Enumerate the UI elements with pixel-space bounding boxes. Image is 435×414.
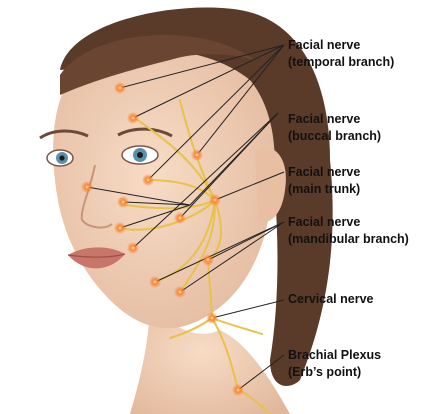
label-mandibular-branch: Facial nerve (mandibular branch) [288,214,409,248]
label-temporal-branch: Facial nerve (temporal branch) [288,37,394,71]
label-brachial-plexus: Brachial Plexus (Erb’s point) [288,347,381,381]
point-temporal-2 [127,112,139,124]
point-main-trunk [209,194,221,206]
point-mandibular-1 [149,276,161,288]
point-mandibular-3 [202,254,214,266]
point-temporal-3 [191,149,203,161]
label-buccal-branch: Facial nerve (buccal branch) [288,111,381,145]
point-buccal-5 [127,242,139,254]
label-main-trunk: Facial nerve (main trunk) [288,164,360,198]
point-buccal-2 [117,196,129,208]
point-temporal-1 [114,82,126,94]
point-temporal-4 [142,174,154,186]
point-mandibular-2 [174,286,186,298]
point-cervical [206,312,218,324]
point-erbs [232,384,244,396]
point-buccal-3 [114,222,126,234]
point-buccal-1 [81,181,93,193]
label-cervical-nerve: Cervical nerve [288,291,373,308]
point-buccal-4 [174,212,186,224]
